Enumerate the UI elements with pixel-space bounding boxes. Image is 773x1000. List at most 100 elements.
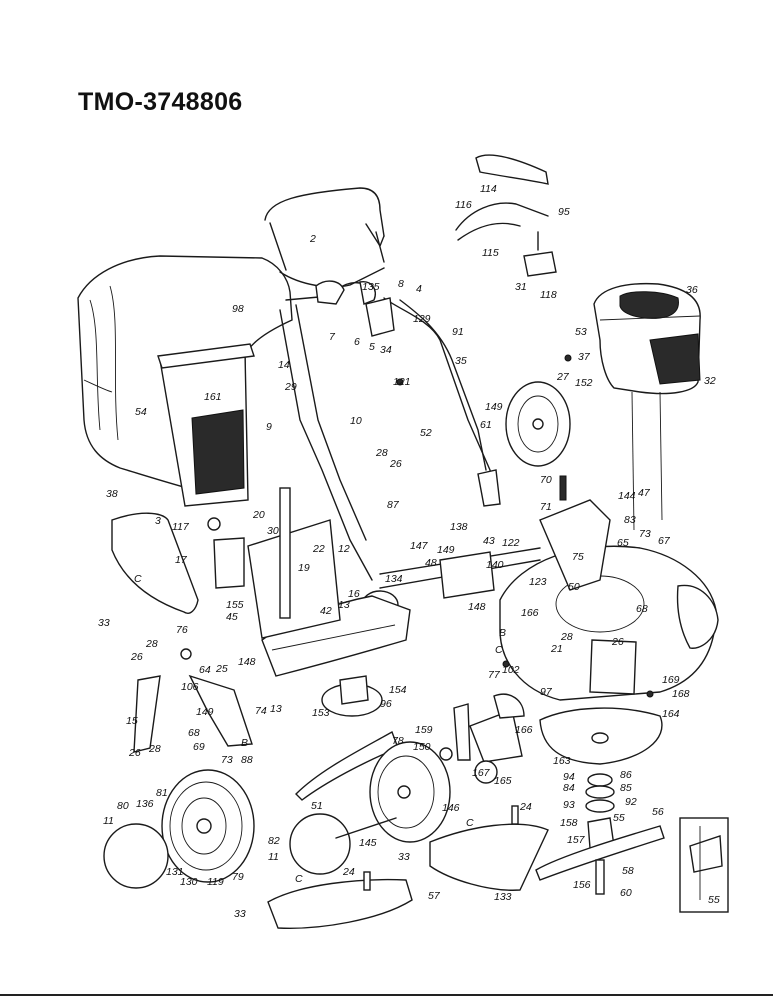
- part-label-36: 36: [686, 284, 698, 296]
- part-label-6: 6: [354, 336, 360, 348]
- part-label-166: 166: [521, 607, 539, 619]
- part-label-78: 78: [392, 735, 404, 747]
- part-label-14: 14: [278, 359, 290, 371]
- rear-flap: [111, 512, 199, 614]
- front-left-wheel: [103, 769, 255, 889]
- part-label-91: 91: [452, 326, 464, 338]
- part-label-11: 11: [268, 851, 279, 863]
- part-label-95: 95: [558, 206, 570, 218]
- part-label-7: 7: [329, 331, 336, 343]
- part-label-133: 133: [494, 891, 512, 903]
- part-label-28: 28: [145, 638, 158, 650]
- part-label-153: 153: [312, 707, 330, 719]
- part-label-C: C: [466, 817, 474, 829]
- part-label-75: 75: [572, 551, 584, 563]
- drive-control-bail: [455, 154, 557, 277]
- part-label-168: 168: [672, 688, 690, 700]
- part-label-146: 146: [442, 802, 460, 814]
- part-label-136: 136: [136, 798, 154, 810]
- part-label-31: 31: [515, 281, 527, 293]
- part-label-30: 30: [267, 525, 279, 537]
- part-label-26: 26: [611, 636, 624, 648]
- adapter-inset: [679, 817, 729, 913]
- part-label-92: 92: [625, 796, 637, 808]
- part-label-50: 50: [568, 581, 580, 593]
- part-label-155: 155: [226, 599, 244, 611]
- part-label-B: B: [499, 627, 506, 639]
- blade-assembly: [535, 707, 665, 895]
- part-label-21: 21: [550, 643, 563, 655]
- part-label-115: 115: [482, 247, 499, 259]
- part-label-34: 34: [380, 344, 392, 356]
- part-label-73: 73: [639, 528, 651, 540]
- part-label-97: 97: [540, 686, 553, 698]
- part-label-147: 147: [410, 540, 429, 552]
- part-label-61: 61: [480, 419, 492, 431]
- part-label-119: 119: [207, 876, 224, 888]
- part-label-65: 65: [617, 537, 629, 549]
- part-label-56: 56: [652, 806, 664, 818]
- part-label-116: 116: [455, 199, 472, 211]
- part-label-33: 33: [98, 617, 110, 629]
- part-label-28: 28: [148, 743, 161, 755]
- part-label-35: 35: [455, 355, 467, 367]
- part-label-52: 52: [420, 427, 432, 439]
- part-label-26: 26: [130, 651, 143, 663]
- part-label-20: 20: [252, 509, 265, 521]
- part-label-55: 55: [708, 894, 720, 906]
- part-label-164: 164: [662, 708, 680, 720]
- part-label-85: 85: [620, 782, 632, 794]
- fasteners: [180, 354, 654, 891]
- part-label-33: 33: [398, 851, 410, 863]
- part-label-118: 118: [540, 289, 557, 301]
- part-label-9: 9: [266, 421, 272, 433]
- part-label-84: 84: [563, 782, 575, 794]
- part-label-38: 38: [106, 488, 118, 500]
- part-label-96: 96: [380, 698, 392, 710]
- part-label-67: 67: [658, 535, 671, 547]
- part-label-13: 13: [270, 703, 282, 715]
- part-label-15: 15: [126, 715, 138, 727]
- part-label-12: 12: [338, 543, 350, 555]
- part-label-82: 82: [268, 835, 280, 847]
- part-label-42: 42: [320, 605, 332, 617]
- part-label-69: 69: [193, 741, 205, 753]
- part-label-169: 169: [662, 674, 680, 686]
- part-label-138: 138: [450, 521, 468, 533]
- part-label-26: 26: [389, 458, 402, 470]
- part-label-B: B: [241, 737, 248, 749]
- part-label-54: 54: [135, 406, 147, 418]
- part-label-C: C: [134, 573, 142, 585]
- part-label-93: 93: [563, 799, 575, 811]
- part-label-19: 19: [298, 562, 310, 574]
- part-label-156: 156: [573, 879, 591, 891]
- pulley-assembly: [321, 675, 383, 717]
- page-title: TMO-3748806: [78, 88, 243, 116]
- side-plate: [213, 487, 341, 639]
- part-label-106: 106: [181, 681, 199, 693]
- part-label-121: 121: [393, 376, 411, 388]
- part-label-22: 22: [312, 543, 325, 555]
- part-label-161: 161: [204, 391, 222, 403]
- part-label-102: 102: [502, 664, 520, 676]
- part-label-79: 79: [232, 871, 244, 883]
- part-label-87: 87: [387, 499, 400, 511]
- engine: [593, 282, 701, 531]
- part-label-16: 16: [348, 588, 360, 600]
- part-label-114: 114: [480, 183, 497, 195]
- part-label-77: 77: [488, 669, 501, 681]
- part-label-166: 166: [515, 724, 533, 736]
- part-label-144: 144: [618, 490, 636, 502]
- part-label-24: 24: [519, 801, 532, 813]
- part-label-58: 58: [622, 865, 634, 877]
- grass-catcher-bag: [77, 255, 293, 507]
- part-label-43: 43: [483, 535, 495, 547]
- part-label-165: 165: [494, 775, 512, 787]
- part-label-48: 48: [425, 557, 437, 569]
- part-label-94: 94: [563, 771, 575, 783]
- part-label-10: 10: [350, 415, 362, 427]
- part-label-71: 71: [540, 501, 552, 513]
- upper-handle: [264, 187, 501, 581]
- part-label-98: 98: [232, 303, 244, 315]
